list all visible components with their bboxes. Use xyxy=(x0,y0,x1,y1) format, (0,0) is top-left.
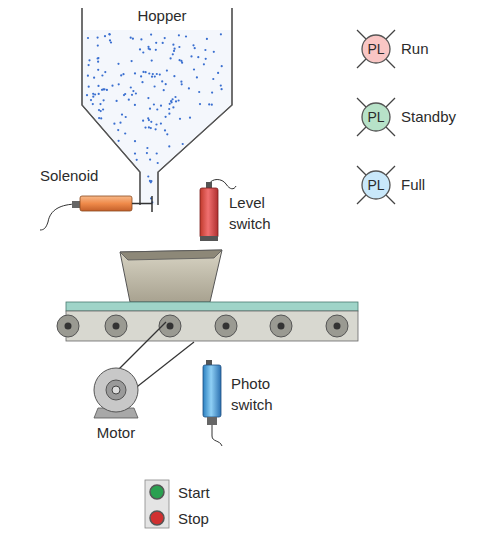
lamp-label: Full xyxy=(401,175,425,195)
part-label: Solenoid xyxy=(40,165,98,186)
part-label: Hopper xyxy=(137,5,186,26)
pilot-light: PLRun xyxy=(361,34,391,64)
part-label: Motor xyxy=(97,422,135,443)
lamp-label: Run xyxy=(401,39,429,59)
lamp-symbol-text: PL xyxy=(361,102,391,132)
lamp-symbol-text: PL xyxy=(361,34,391,64)
part-label: Photo switch xyxy=(231,373,287,415)
lamp-label: Standby xyxy=(401,107,456,127)
lamp-symbol-text: PL xyxy=(361,170,391,200)
pilot-light: PLStandby xyxy=(361,102,391,132)
pilot-light: PLFull xyxy=(361,170,391,200)
part-label: Level switch xyxy=(229,192,285,234)
part-label: Start xyxy=(178,482,210,503)
part-label: Stop xyxy=(178,508,209,529)
